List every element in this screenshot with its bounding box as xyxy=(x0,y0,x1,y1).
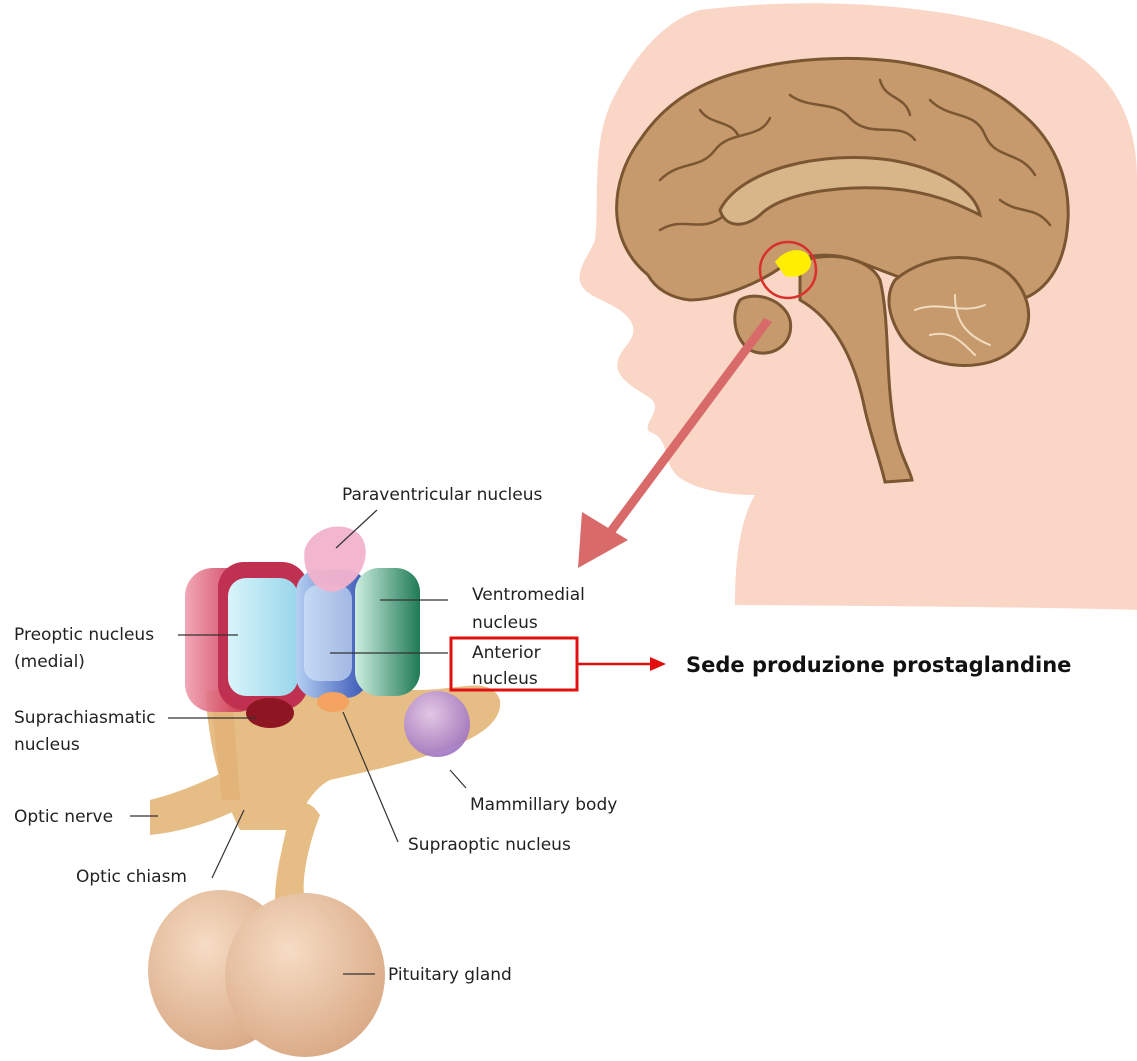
label-paraventricular-nucleus: Paraventricular nucleus xyxy=(342,485,542,505)
label-optic-chiasm: Optic chiasm xyxy=(76,867,187,887)
label-anterior-line1: Anterior xyxy=(472,643,541,663)
label-preoptic-line2: (medial) xyxy=(14,652,85,672)
mammillary-body xyxy=(404,691,470,757)
label-optic-nerve: Optic nerve xyxy=(14,807,113,827)
label-preoptic-line1: Preoptic nucleus xyxy=(14,625,154,645)
preoptic-nucleus xyxy=(185,562,308,712)
label-supraoptic-nucleus: Supraoptic nucleus xyxy=(408,835,571,855)
callout-text: Sede produzione prostaglandine xyxy=(686,653,1071,677)
suprachiasmatic-nucleus xyxy=(246,698,294,728)
callout-arrow-head xyxy=(650,657,666,671)
label-ventromedial-line1: Ventromedial xyxy=(472,585,585,605)
label-suprachiasmatic-line1: Suprachiasmatic xyxy=(14,708,156,728)
label-pituitary-gland: Pituitary gland xyxy=(388,965,512,985)
label-mammillary-body: Mammillary body xyxy=(470,795,617,815)
supraoptic-nucleus xyxy=(317,692,349,712)
label-anterior-line2: nucleus xyxy=(472,669,538,689)
label-suprachiasmatic-line2: nucleus xyxy=(14,735,80,755)
label-ventromedial-line2: nucleus xyxy=(472,613,538,633)
callout-annotation: Sede produzione prostaglandine xyxy=(451,638,1071,690)
ventromedial-nucleus xyxy=(355,568,420,696)
